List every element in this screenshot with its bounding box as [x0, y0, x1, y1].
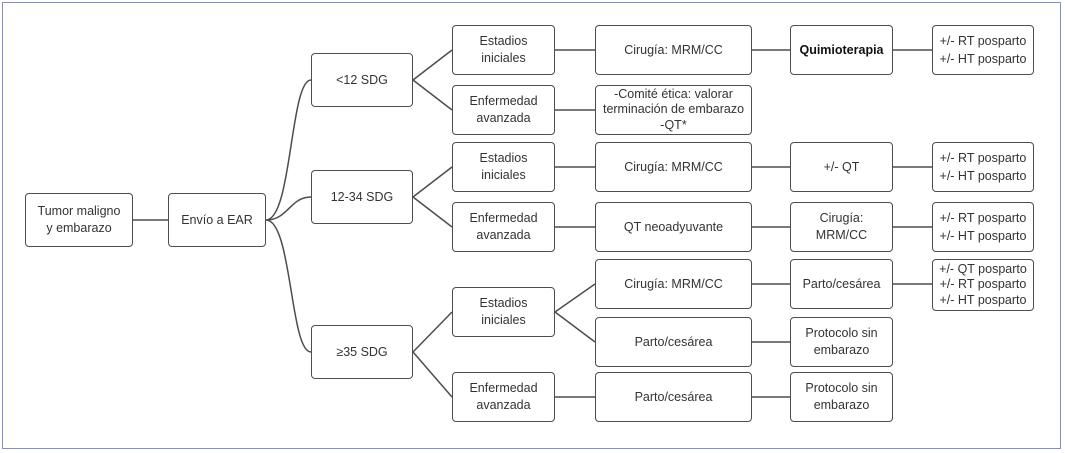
- node-tumor-maligno: Tumor maligno y embarazo: [25, 193, 133, 247]
- node-c-cirugia: Cirugía: MRM/CC: [595, 259, 752, 309]
- node-b-cirugia: Cirugía: MRM/CC: [595, 142, 752, 192]
- node-c-protocolo-sin-embarazo: Protocolo sin embarazo: [790, 317, 893, 367]
- node-c-qt-rt-ht-posparto: +/- QT posparto +/- RT posparto +/- HT p…: [932, 259, 1034, 311]
- node-c-parto-cesarea-2: Parto/cesárea: [595, 317, 752, 367]
- node-c-protocolo-sin-embarazo-2: Protocolo sin embarazo: [790, 372, 893, 422]
- node-12-34-sdg: 12-34 SDG: [311, 170, 413, 224]
- connector-g12_34-fork: [412, 166, 453, 228]
- node-a-cirugia: Cirugía: MRM/CC: [595, 25, 752, 75]
- connector-g35-fork: [412, 311, 453, 398]
- node-a-enfermedad-avanzada: Enfermedad avanzada: [452, 85, 555, 135]
- node-envio-ear: Envío a EAR: [168, 193, 266, 247]
- node-a-rt-ht-posparto: +/- RT posparto +/- HT posparto: [932, 25, 1034, 75]
- node-menor-12-sdg: <12 SDG: [311, 53, 413, 107]
- connector-envio-branches: [265, 79, 312, 353]
- node-a-quimioterapia: Quimioterapia: [790, 25, 893, 75]
- node-b-enfermedad-avanzada: Enfermedad avanzada: [452, 202, 555, 252]
- node-b-rt-ht-posparto: +/- RT posparto +/- HT posparto: [932, 142, 1034, 192]
- node-b-rt-ht-posparto-2: +/- RT posparto +/- HT posparto: [932, 202, 1034, 252]
- connector-c-inicial-fork: [554, 283, 596, 343]
- node-a-estadios-iniciales: Estadios iniciales: [452, 25, 555, 75]
- node-b-cirugia-2: Cirugía: MRM/CC: [790, 202, 893, 252]
- node-a-comite-etica: -Comité ética: valorar terminación de em…: [595, 85, 752, 135]
- node-b-estadios-iniciales: Estadios iniciales: [452, 142, 555, 192]
- connector-g12-fork: [412, 49, 453, 111]
- node-c-parto-cesarea-3: Parto/cesárea: [595, 372, 752, 422]
- node-b-qt-neoadyuvante: QT neoadyuvante: [595, 202, 752, 252]
- node-b-qt: +/- QT: [790, 142, 893, 192]
- node-c-enfermedad-avanzada: Enfermedad avanzada: [452, 372, 555, 422]
- node-c-estadios-iniciales: Estadios iniciales: [452, 287, 555, 337]
- node-c-parto-cesarea: Parto/cesárea: [790, 259, 893, 309]
- node-mayor-35-sdg: ≥35 SDG: [311, 325, 413, 379]
